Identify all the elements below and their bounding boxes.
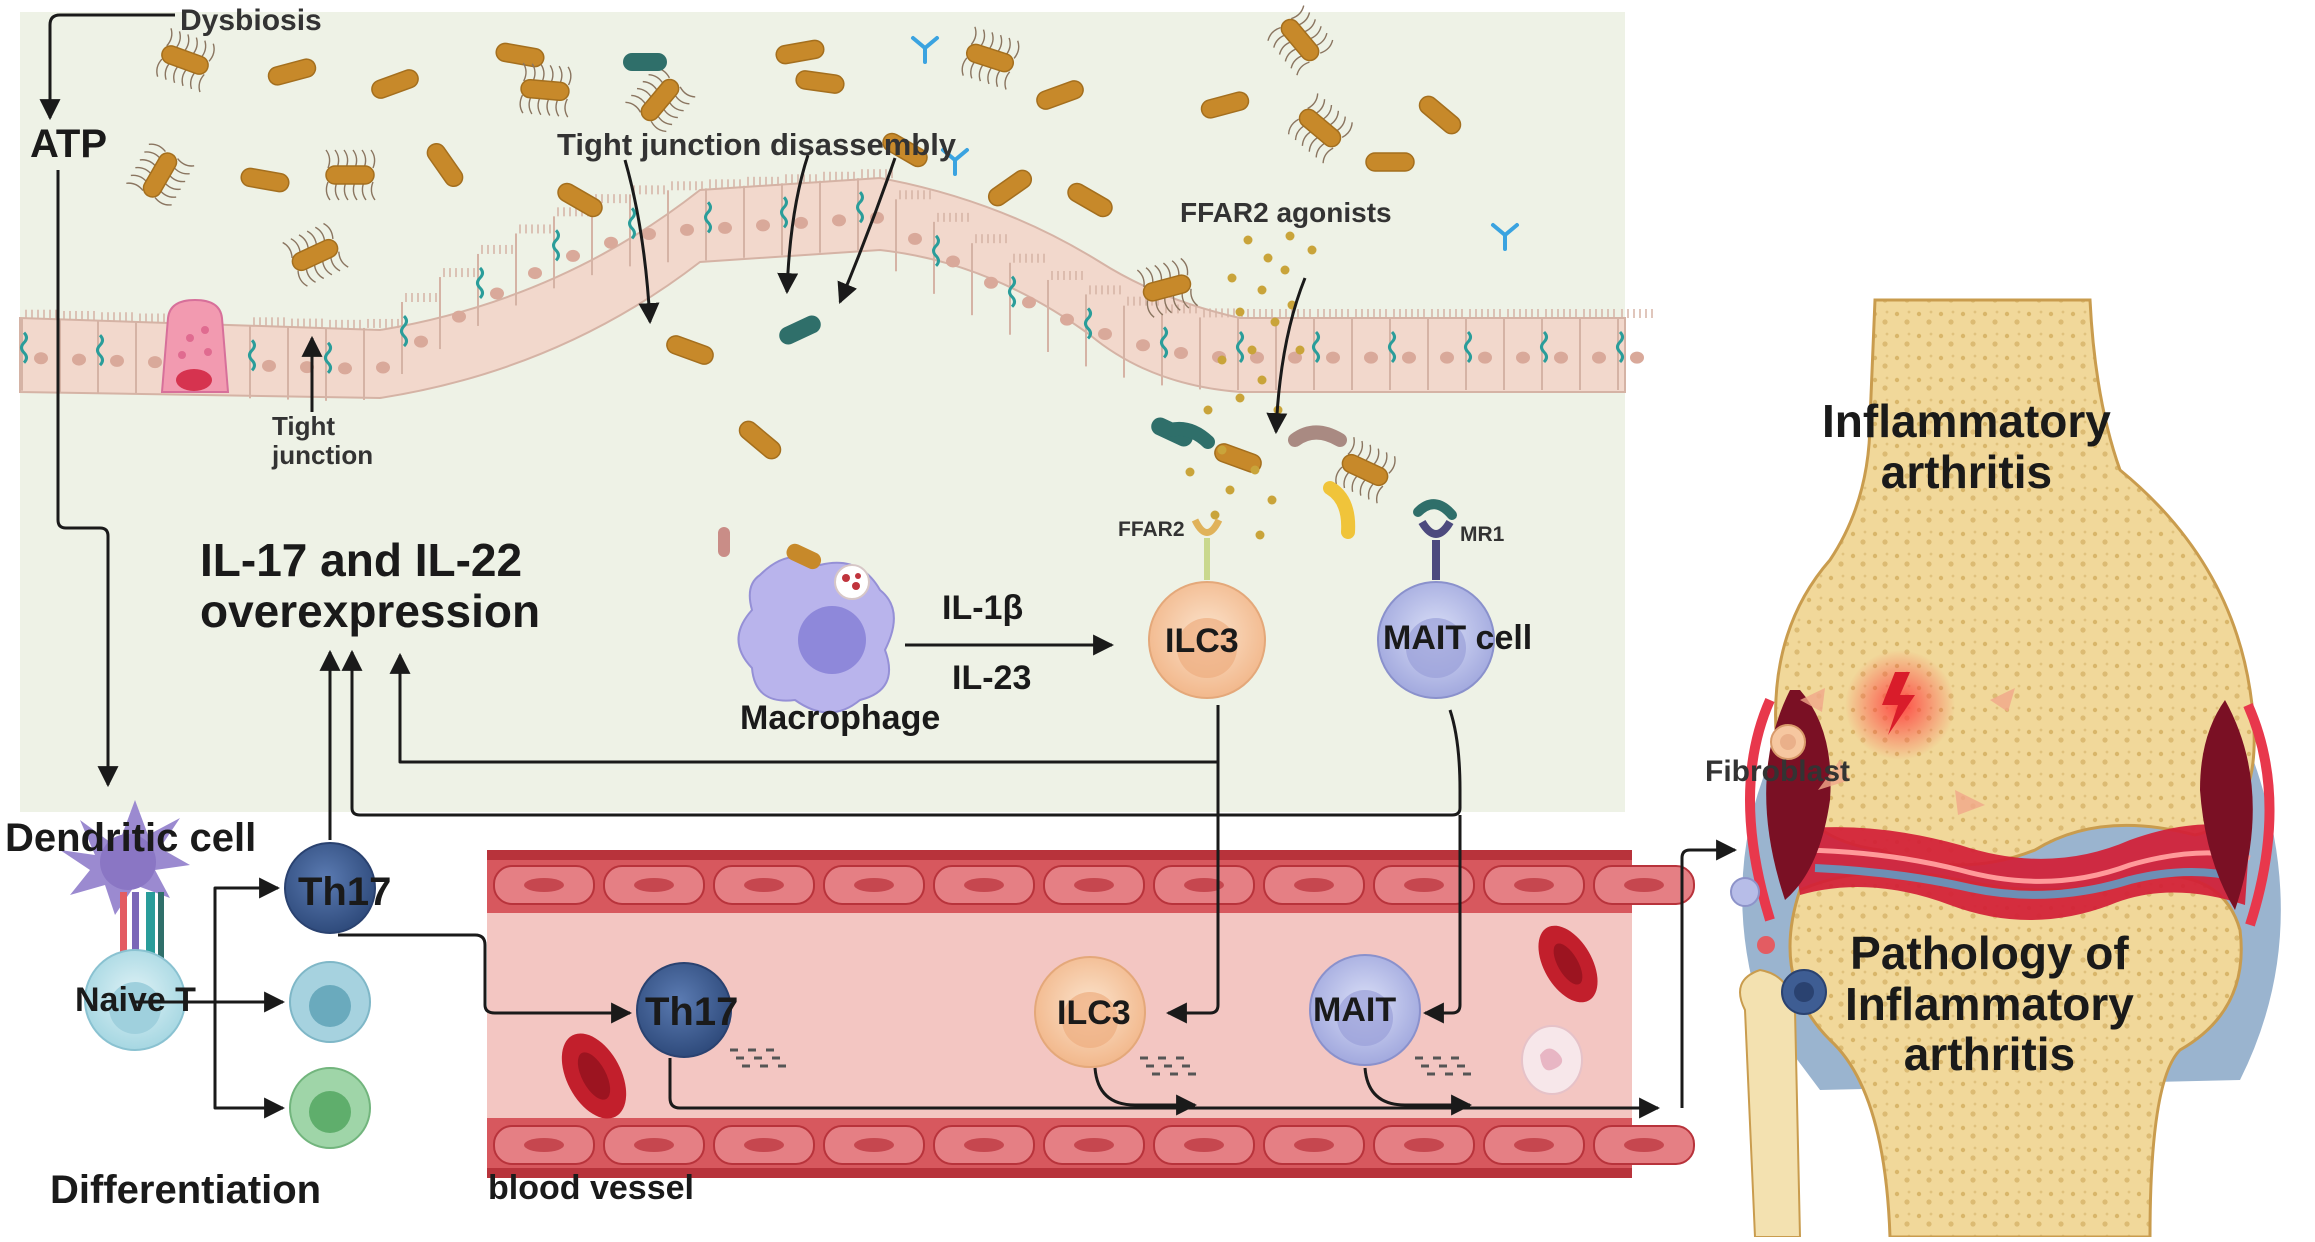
atp-label: ATP xyxy=(30,122,108,166)
ilc3-blood-label: ILC3 xyxy=(1057,994,1131,1032)
differentiation-label: Differentiation xyxy=(50,1168,322,1212)
ffar2-agonists-label: FFAR2 agonists xyxy=(1180,197,1392,228)
arrow-tjd-3 xyxy=(837,157,897,304)
naive-t-label: Naive T xyxy=(75,981,196,1019)
tight-junction-marks xyxy=(20,191,1624,374)
t-cell-green xyxy=(289,1067,371,1149)
th17-label: Th17 xyxy=(298,870,392,914)
gut-bacteria xyxy=(126,5,1519,504)
cytokine-particles xyxy=(730,1048,1471,1076)
ffar2-agonist-particles xyxy=(1185,231,1317,540)
red-blood-cell xyxy=(561,1033,627,1119)
dysbiosis-label: Dysbiosis xyxy=(180,4,322,37)
arrow-ilc3-blood xyxy=(1165,710,1220,1024)
white-blood-cell xyxy=(1521,1025,1583,1095)
tight-junction-label: Tight junction xyxy=(272,411,374,470)
arrows xyxy=(39,13,1738,1119)
mait-cell-label: MAIT cell xyxy=(1383,619,1533,657)
mr1-label: MR1 xyxy=(1460,523,1505,546)
arrow-dysbiosis-atp xyxy=(39,13,175,121)
mait-blood-cell xyxy=(1309,954,1421,1066)
il17-il22-overexpression-label: IL-17 and IL-22 overexpression xyxy=(200,534,541,637)
arrow-to-joint xyxy=(1680,839,1738,1108)
goblet-cell xyxy=(160,298,230,393)
blood-vessel-label: blood vessel xyxy=(488,1169,694,1207)
arrow-mait-blood xyxy=(1422,815,1462,1024)
ilc3-blood-cell xyxy=(1034,956,1146,1068)
naive-t-cell xyxy=(84,949,186,1051)
th17-blood-label: Th17 xyxy=(645,990,739,1034)
endothelial-cells xyxy=(493,865,1695,1165)
epithelial-cells xyxy=(21,169,1653,401)
arrow-tjd-1 xyxy=(623,159,660,325)
red-blood-cell xyxy=(1538,925,1598,1003)
ilc3-label: ILC3 xyxy=(1165,622,1239,660)
arrow-tjd-2 xyxy=(777,154,810,295)
arrow-mait-il xyxy=(341,649,1462,817)
fibroblast-label: Fibroblast xyxy=(1705,755,1851,788)
mait-blood-label: MAIT xyxy=(1313,991,1397,1029)
il23-label: IL-23 xyxy=(952,659,1032,697)
ffar2-label: FFAR2 xyxy=(1118,518,1185,541)
th17-cell xyxy=(284,842,376,934)
arrow-naive-diff xyxy=(135,877,281,1004)
arrow-atp-dendritic xyxy=(56,170,119,788)
knee-joint xyxy=(1730,298,2281,1239)
il1b-label: IL-1β xyxy=(942,589,1024,627)
pathology-label: Pathology of Inflammatory arthritis xyxy=(1845,927,2134,1081)
dendritic-cell-label: Dendritic cell xyxy=(5,816,257,860)
ilc3-cell xyxy=(1148,518,1266,699)
arrow-ffar2-agonists xyxy=(1266,277,1307,435)
macrophage xyxy=(718,527,895,714)
t-cell-teal xyxy=(289,961,371,1043)
mait-cell xyxy=(1377,499,1495,699)
arrow-th17-blood xyxy=(338,933,633,1024)
macrophage-label: Macrophage xyxy=(740,699,941,737)
inflammatory-arthritis-label: Inflammatory arthritis xyxy=(1822,395,2111,498)
th17-blood-cell xyxy=(636,962,732,1058)
dendritic-cell xyxy=(60,800,190,915)
tight-junction-disassembly-label: Tight junction disassembly xyxy=(557,127,957,162)
arrow-th17-vessel xyxy=(668,1058,1661,1119)
